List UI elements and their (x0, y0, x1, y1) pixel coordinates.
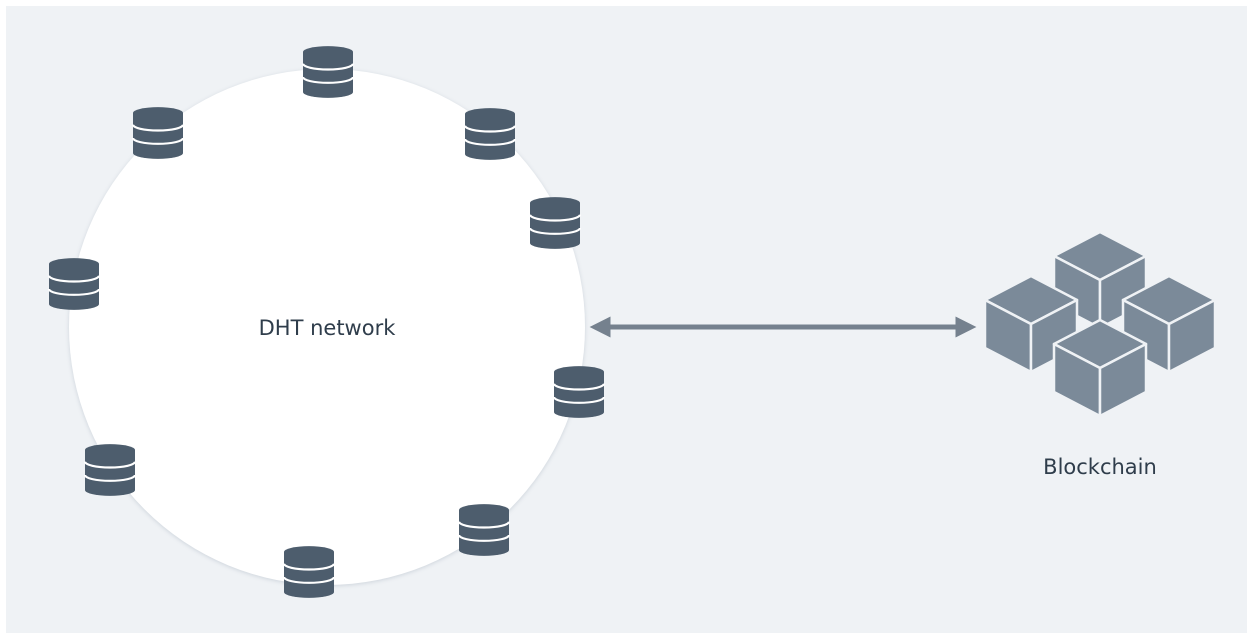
database-icon (47, 256, 101, 312)
database-icon (301, 44, 355, 100)
blockchain-label: Blockchain (1043, 455, 1157, 479)
dht-network-ring (69, 69, 585, 585)
dht-network-label: DHT network (259, 316, 397, 340)
database-icon (457, 502, 511, 558)
database-icon (552, 364, 606, 420)
database-icon (282, 544, 336, 600)
blocks-cluster-icon (983, 230, 1217, 418)
database-icon (463, 106, 517, 162)
database-icon (528, 195, 582, 251)
database-icon (83, 442, 137, 498)
database-icon (131, 105, 185, 161)
